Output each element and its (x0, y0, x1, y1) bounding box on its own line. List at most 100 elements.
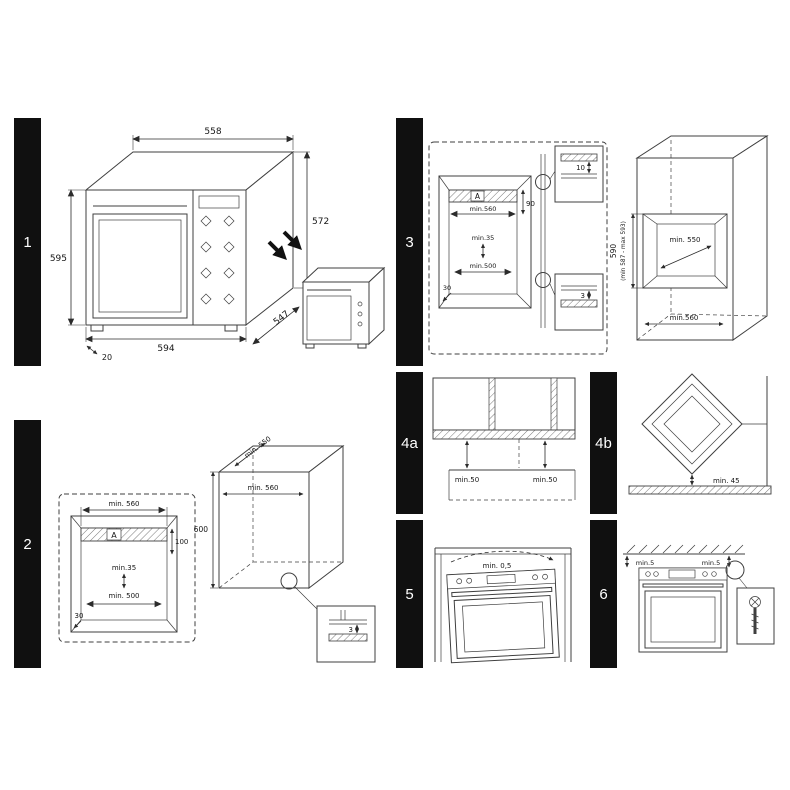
dim-rear-clearance: min.35 (112, 564, 136, 572)
dim-cabinet-height: 600 (194, 525, 209, 534)
panel-2-drawing-area: A min. 560 100 min.35 min. 500 30 (41, 420, 386, 668)
dim-corner: 30 (75, 612, 84, 620)
dim-floor-gap: min. 45 (713, 477, 740, 485)
dim-plinth-gap: 3 (349, 626, 353, 634)
insertion-path-arrow-icon (450, 550, 554, 563)
screw-detail-box (736, 587, 775, 645)
panel-5-number: 5 (405, 585, 414, 603)
panel-1-drawing: 558 595 572 594 547 20 (50, 127, 386, 362)
p4b-dimensions: min. 45 (690, 474, 740, 486)
panel-5-drawing-area: min. 0,5 (423, 520, 583, 668)
panel-3-number: 3 (405, 233, 414, 251)
panel-6-drawing-area: min.5 min.5 (617, 520, 776, 668)
mini-oven-insertion (267, 230, 386, 349)
panel-1-oven-dimensions: 1 (14, 118, 386, 366)
panel-5-oven-insertion: 5 (396, 520, 583, 668)
dim-oven-height-left: 595 (50, 254, 67, 264)
vent-strip-label: A (475, 192, 481, 201)
panel-1-number-bar: 1 (14, 118, 41, 366)
panel-4a-drawing-area: min.50 min.50 (423, 372, 583, 514)
dim-oven-top-width: 558 (204, 127, 221, 137)
vent-strip-label: A (111, 531, 117, 540)
insertion-arrows-icon (267, 230, 302, 260)
p2-detail-box: 3 (316, 605, 376, 663)
control-diamond-buttons-icon (200, 215, 235, 305)
oven-front-installed (638, 567, 728, 653)
dim-column-width: min.560 (670, 314, 699, 322)
dim-oven-plinth: 20 (102, 353, 112, 362)
panel-4b-number: 4b (595, 434, 612, 452)
panel-3-drawing-area: A min.560 90 min.35 min.500 30 (423, 118, 776, 366)
detail-circle-bottom (535, 272, 551, 288)
panel-1-number: 1 (23, 233, 32, 251)
dim-gap-right: min.50 (533, 476, 557, 484)
dim-column-depth: min. 550 (669, 236, 700, 244)
wall-hatching (623, 544, 745, 555)
dim-detail-bottom-gap: 3 (581, 292, 585, 300)
panel-6-number: 6 (599, 585, 608, 603)
panel-2-number: 2 (23, 535, 32, 553)
panel-2-base-cabinet-installation: 2 A min. 560 100 min.35 (14, 420, 386, 668)
p6-dimensions: min.5 min.5 (625, 555, 731, 568)
panel-3-drawing: A min.560 90 min.35 min.500 30 (428, 135, 769, 355)
panel-4b-drawing: min. 45 (628, 373, 772, 495)
p2-base-cabinet: min. 550 min. 560 600 (194, 435, 345, 611)
dim-column-height: 590 (609, 244, 618, 259)
dim-cutout-width-top: min. 560 (108, 500, 139, 508)
dim-cutout-width-bottom: min. 500 (108, 592, 139, 600)
panel-4a-drawing: min.50 min.50 (432, 377, 576, 501)
dim-rear-clearance: min.35 (472, 234, 495, 242)
p3-niche-cutout: A min.560 90 min.35 min.500 30 (438, 175, 535, 309)
dim-oven-bottom-width: 594 (157, 344, 174, 354)
dim-oven-height-right: 572 (312, 217, 329, 227)
oven-isometric (84, 150, 295, 332)
detail-circle (280, 572, 298, 590)
p3-wall-section (535, 154, 558, 328)
panel-6-number-bar: 6 (590, 520, 617, 668)
dim-gap-left: min.50 (455, 476, 479, 484)
panel-4b-angled-installation-clearance: 4b min. 45 (590, 372, 776, 514)
vent-strip-hatch (80, 527, 168, 542)
panel-4a-number: 4a (401, 434, 418, 452)
dim-gap-left: min.5 (636, 559, 654, 567)
niche-frame (434, 547, 572, 662)
cutout-detail-frame (58, 493, 196, 643)
panel-4a-number-bar: 4a (396, 372, 423, 514)
dim-column-height-range: (min 587 - max 593) (621, 221, 627, 281)
panel-4b-number-bar: 4b (590, 372, 617, 514)
dim-top-clearance: 90 (526, 200, 535, 208)
panel-4b-drawing-area: min. 45 (617, 372, 776, 514)
panel-2-drawing: A min. 560 100 min.35 min. 500 30 (58, 435, 376, 663)
panel-6-fixing-to-cabinet: 6 (590, 520, 776, 668)
dim-top-clearance: 100 (175, 538, 188, 546)
p4a-dimensions: min.50 min.50 (455, 440, 557, 484)
dim-cutout-width-bottom: min.500 (470, 262, 497, 270)
panel-4a-under-worktop-clearance: 4a min.50 min.50 (396, 372, 583, 514)
panel-3-tall-column-installation: 3 A min.560 90 min.35 (396, 118, 776, 366)
worktop-section (432, 377, 576, 501)
dim-detail-top-gap: 10 (576, 164, 585, 172)
p2-niche-cutout: A min. 560 100 min.35 min. 500 30 (70, 500, 188, 633)
p3-detail-box-bottom: 3 (554, 273, 604, 331)
floor-section (628, 485, 772, 495)
panel-1-drawing-area: 558 595 572 594 547 20 (41, 118, 386, 366)
panel-5-drawing: min. 0,5 (434, 547, 572, 664)
panel-6-drawing: min.5 min.5 (623, 544, 775, 653)
detail-circle (725, 560, 745, 580)
cutout-detail-frame (428, 141, 608, 355)
p3-detail-box-top: 10 (554, 145, 604, 203)
detail-circle-top (535, 174, 551, 190)
dim-gap-right: min.5 (702, 559, 720, 567)
panel-3-number-bar: 3 (396, 118, 423, 366)
tilted-cabinet-diamond (641, 373, 768, 486)
p3-tall-cabinet: min. 550 590 (min 587 - max 593) min.560 (609, 135, 769, 341)
panel-5-number-bar: 5 (396, 520, 423, 668)
dim-cabinet-width: min. 560 (247, 484, 278, 492)
dim-top-gap: min. 0,5 (483, 562, 512, 570)
panel-2-number-bar: 2 (14, 420, 41, 668)
oven-front-tilted (446, 568, 560, 664)
dim-oven-depth: 547 (272, 309, 292, 327)
dim-corner: 30 (443, 284, 451, 292)
dim-cutout-width-top: min.560 (470, 205, 497, 213)
